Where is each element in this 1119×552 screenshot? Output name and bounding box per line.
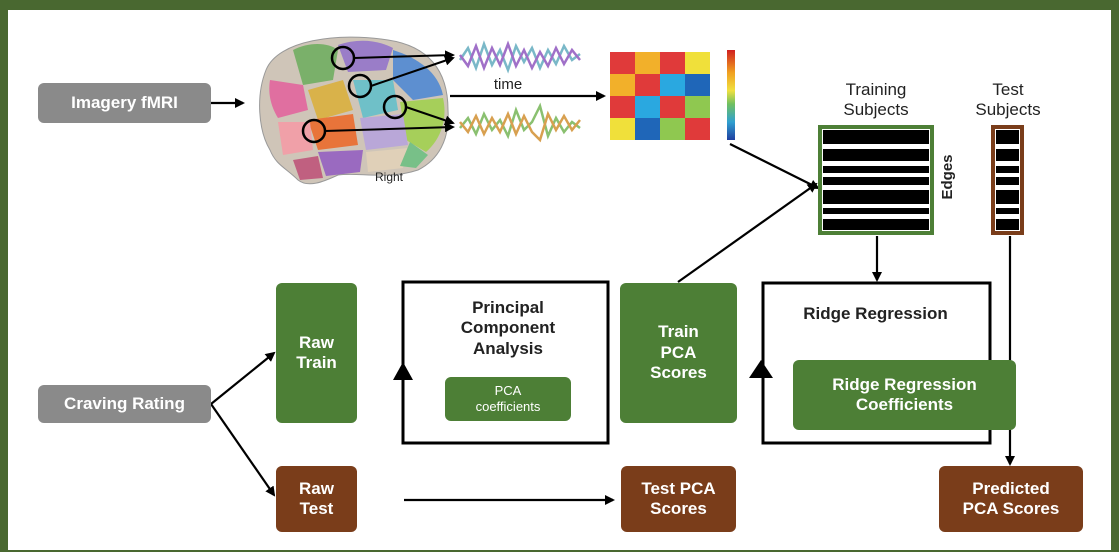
- brain-illustration: [259, 36, 449, 185]
- ridge-coefficients-box: Ridge Regression Coefficients: [793, 360, 1016, 430]
- pca-feedback-triangle: [393, 362, 413, 380]
- test-subjects-matrix: [991, 125, 1024, 235]
- brain-view-label: Right: [374, 170, 403, 184]
- craving-rating-box: Craving Rating: [38, 385, 211, 423]
- raw-test-box: Raw Test: [276, 466, 357, 532]
- arrow-matrix-to-training: [729, 143, 820, 189]
- ridge-feedback-triangle: [749, 360, 773, 378]
- test-pca-scores-box: Test PCA Scores: [621, 466, 736, 532]
- colorbar: [727, 50, 735, 140]
- test-subjects-label: Test Subjects: [975, 80, 1041, 120]
- connectivity-matrix: [610, 52, 710, 140]
- edges-label: Edges: [939, 154, 956, 200]
- pca-title: Principal Component Analysis: [460, 298, 556, 358]
- time-label: time: [493, 76, 523, 93]
- arrow-train-scores-to-training: [677, 182, 818, 283]
- predicted-pca-scores-box: Predicted PCA Scores: [939, 466, 1083, 532]
- timeseries-bottom: [459, 102, 581, 143]
- diagram-canvas: Imagery fMRI Craving Rating time Right T…: [8, 10, 1111, 550]
- pca-coefficients-box: PCA coefficients: [445, 377, 571, 421]
- ridge-title: Ridge Regression: [803, 304, 948, 323]
- training-subjects-label: Training Subjects: [843, 80, 909, 120]
- raw-train-box: Raw Train: [276, 283, 357, 423]
- brain-connector-lines: [324, 50, 455, 133]
- train-pca-scores-box: Train PCA Scores: [620, 283, 737, 423]
- diagram-graphics: [210, 36, 1024, 505]
- arrow-craving-to-raw-train: [210, 351, 276, 405]
- training-subjects-matrix: [818, 125, 934, 235]
- arrow-craving-to-raw-test: [210, 403, 276, 497]
- imagery-fmri-box: Imagery fMRI: [38, 83, 211, 123]
- timeseries-top: [458, 40, 581, 74]
